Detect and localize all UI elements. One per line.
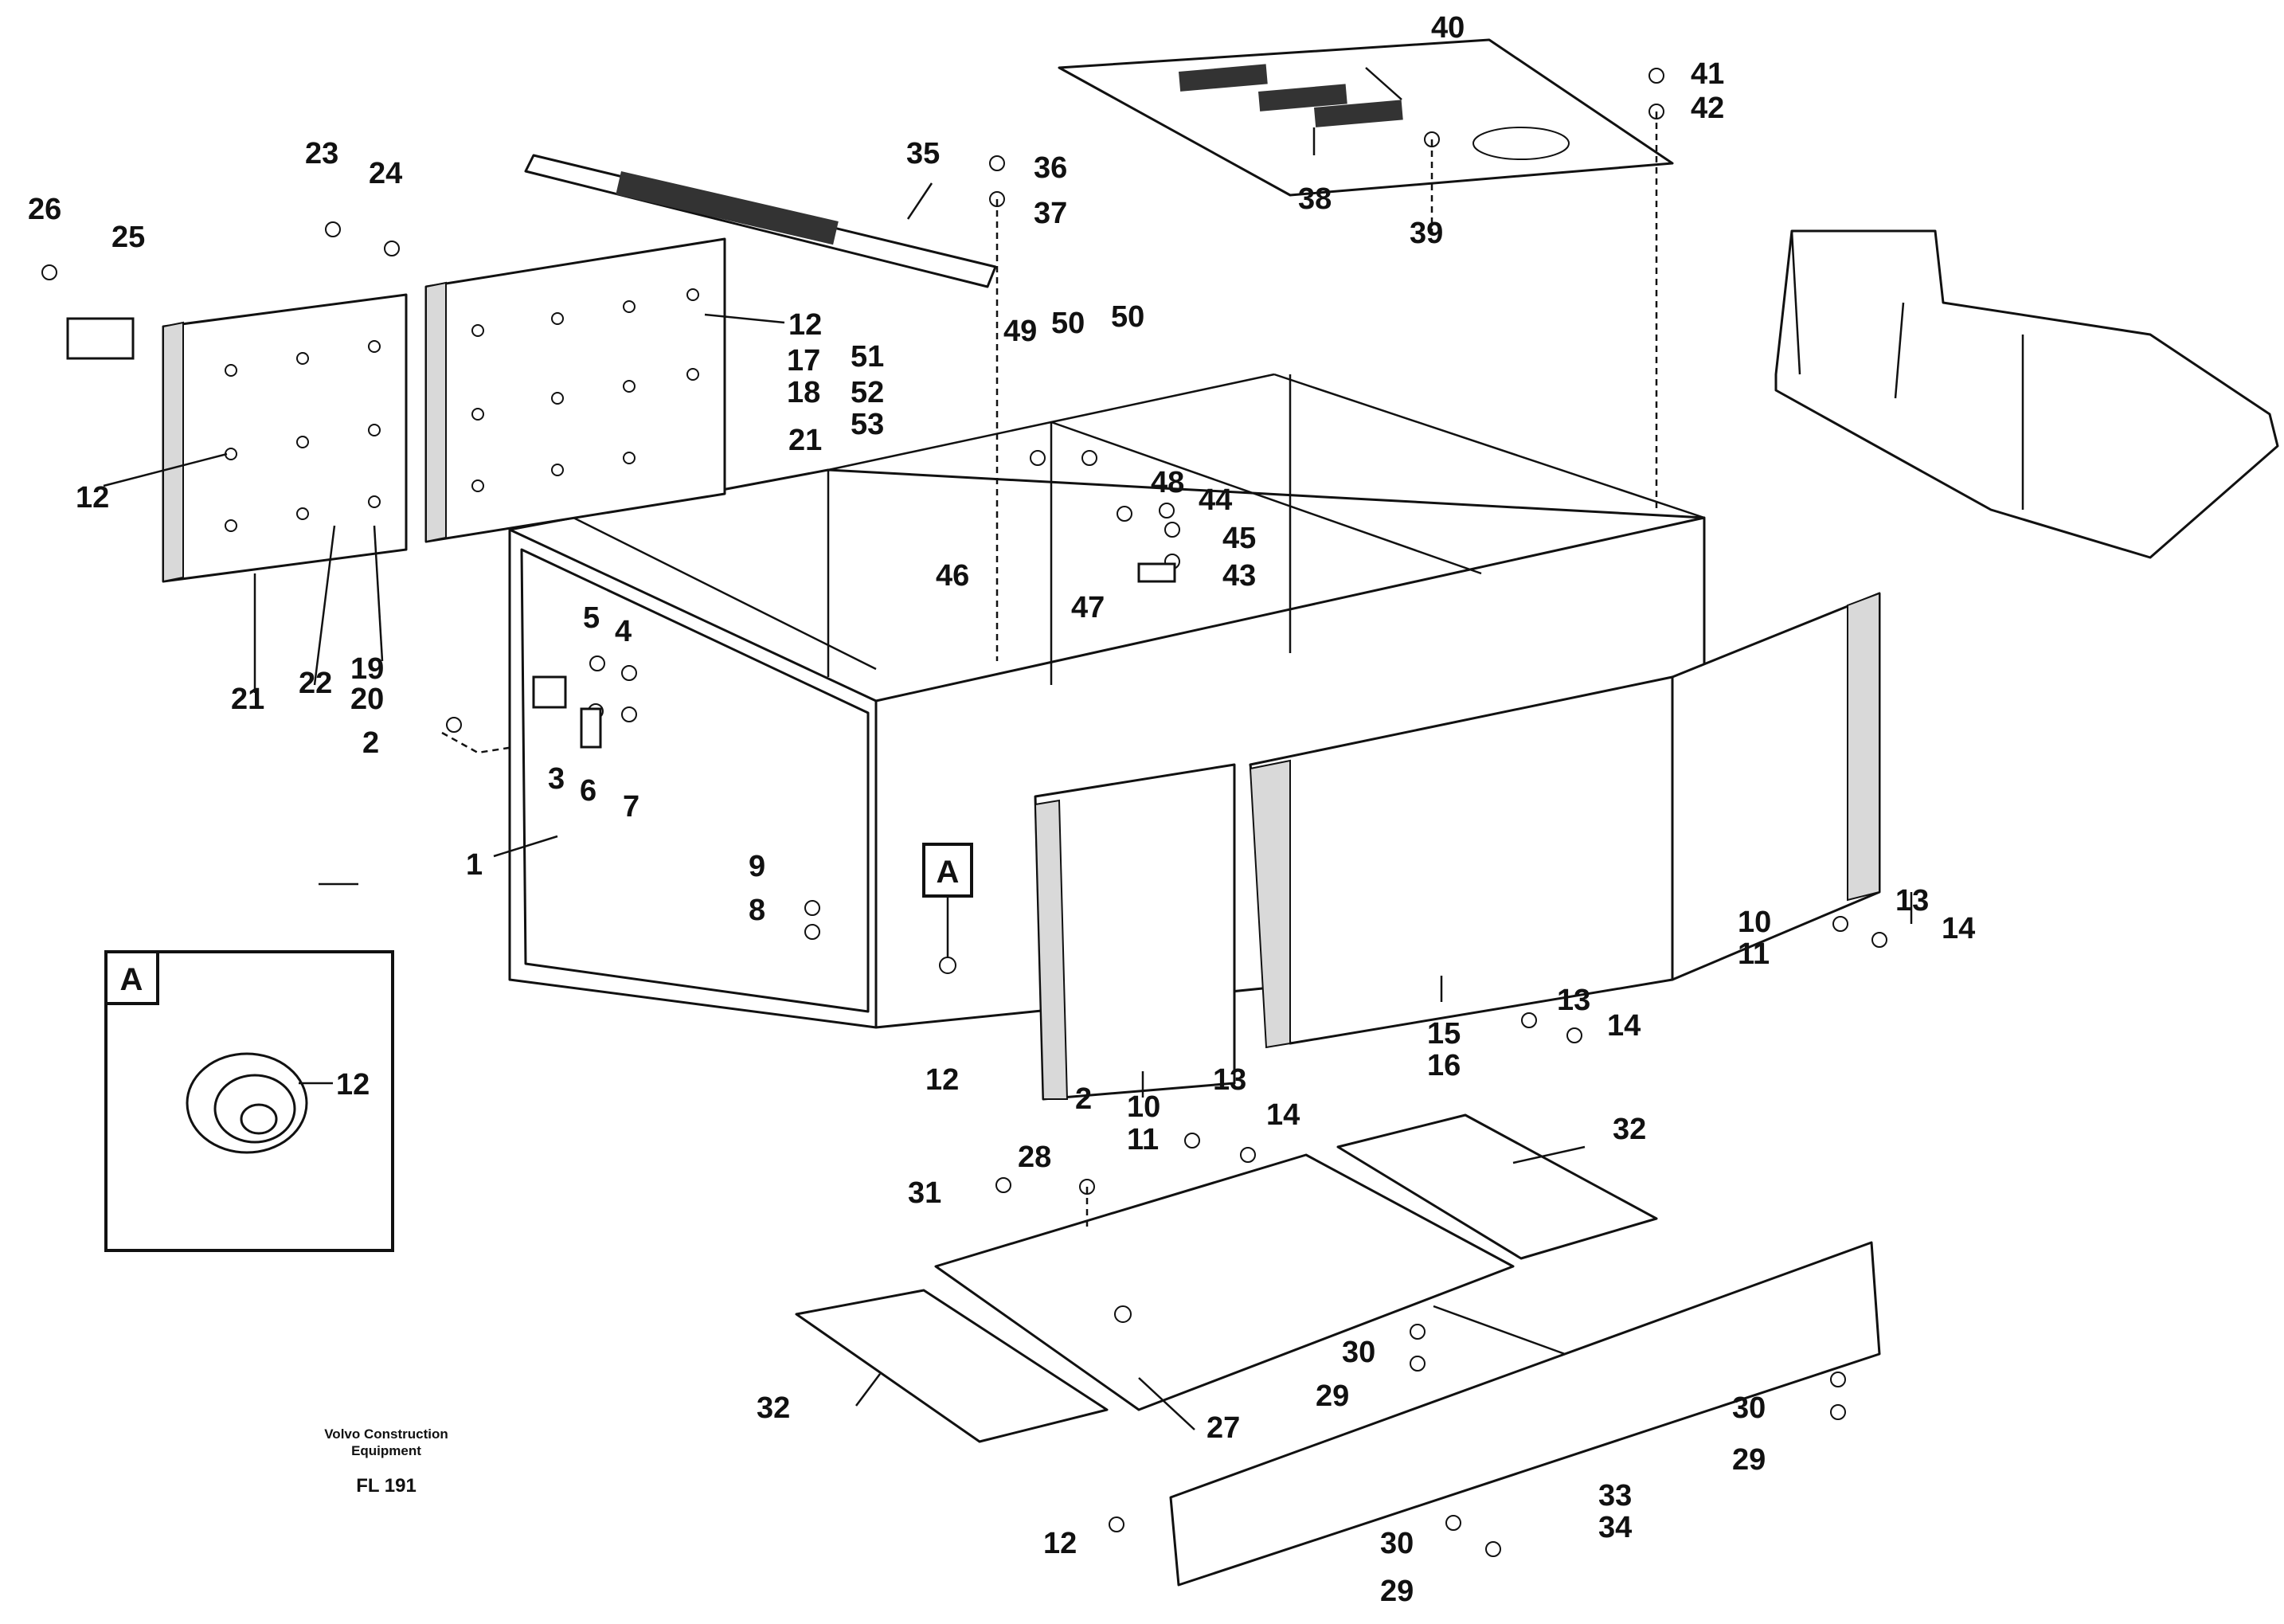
callout-32: 32: [1613, 1113, 1646, 1146]
callout-9: 9: [749, 850, 765, 883]
callout-18: 18: [787, 376, 820, 409]
callout-14: 14: [1266, 1098, 1300, 1132]
callout-12: 12: [336, 1068, 370, 1102]
callout-13: 13: [1213, 1063, 1246, 1097]
callout-34: 34: [1598, 1511, 1632, 1544]
callout-19: 19: [350, 652, 384, 686]
detail-marker-label: A: [937, 855, 960, 890]
callout-21: 21: [231, 683, 264, 716]
callout-12: 12: [76, 481, 109, 515]
callout-11: 11: [1738, 937, 1770, 971]
callout-38: 38: [1298, 182, 1332, 216]
top-cover-35: [524, 154, 997, 288]
inset-detail-a: A: [104, 950, 394, 1252]
side-panels: [1034, 592, 1881, 1101]
callout-48: 48: [1151, 466, 1184, 499]
publisher-block: Volvo Construction Equipment: [307, 1426, 466, 1459]
callout-50: 50: [1111, 300, 1144, 334]
bottom-plates: [795, 1113, 1881, 1587]
callout-43: 43: [1222, 559, 1256, 593]
callout-4: 4: [615, 615, 632, 648]
callout-27: 27: [1207, 1411, 1240, 1445]
hardware: [41, 68, 1887, 1557]
callout-31: 31: [908, 1176, 941, 1210]
callout-11: 11: [1127, 1123, 1159, 1156]
callout-53: 53: [851, 408, 884, 441]
callout-29: 29: [1732, 1443, 1766, 1477]
callout-14: 14: [1942, 912, 1975, 945]
callout-41: 41: [1691, 57, 1724, 91]
callout-17: 17: [787, 344, 820, 378]
callout-22: 22: [299, 667, 332, 700]
callout-25: 25: [111, 221, 145, 254]
callout-10: 10: [1738, 906, 1771, 939]
callout-24: 24: [369, 157, 402, 190]
callout-5: 5: [583, 601, 600, 635]
leader-lines: [103, 67, 1913, 1430]
callout-2: 2: [1075, 1082, 1092, 1116]
callout-37: 37: [1034, 197, 1067, 230]
callout-10: 10: [1127, 1090, 1160, 1124]
callout-7: 7: [623, 790, 639, 824]
callout-44: 44: [1199, 483, 1232, 517]
callout-40: 40: [1431, 11, 1465, 45]
callout-6: 6: [580, 774, 596, 808]
callout-15: 15: [1427, 1017, 1461, 1051]
callout-52: 52: [851, 376, 884, 409]
callout-13: 13: [1895, 884, 1929, 918]
callout-29: 29: [1316, 1379, 1349, 1413]
side-door-left: [162, 293, 408, 583]
publisher-line-2: Equipment: [351, 1443, 421, 1458]
callout-26: 26: [28, 193, 61, 226]
callout-45: 45: [1222, 522, 1256, 555]
callout-33: 33: [1598, 1479, 1632, 1512]
callout-42: 42: [1691, 92, 1724, 125]
callout-28: 28: [1018, 1141, 1051, 1174]
detail-a-marker: A: [922, 843, 973, 974]
callout-30: 30: [1732, 1391, 1766, 1425]
publisher-line-1: Volvo Construction: [324, 1426, 448, 1442]
callout-49: 49: [1003, 315, 1037, 348]
side-door-right: [424, 237, 726, 543]
callout-30: 30: [1342, 1336, 1375, 1369]
callout-46: 46: [936, 559, 969, 593]
figure-code: FL 191: [356, 1475, 417, 1497]
top-cover-38: [1058, 38, 1674, 197]
callout-32: 32: [757, 1391, 790, 1425]
callout-16: 16: [1427, 1049, 1461, 1082]
machine-overview: [1774, 229, 2279, 559]
callout-50: 50: [1051, 307, 1085, 340]
callout-2: 2: [362, 726, 379, 760]
callout-8: 8: [749, 894, 765, 927]
callout-51: 51: [851, 340, 884, 374]
callout-20: 20: [350, 683, 384, 716]
callout-23: 23: [305, 137, 338, 170]
callout-labels: 1 2 2 3 4 5 6 7 8 9 10 11 10 11 12 12 12…: [28, 11, 1975, 1608]
callout-3: 3: [548, 762, 565, 796]
callout-29: 29: [1380, 1575, 1414, 1608]
callout-39: 39: [1410, 217, 1443, 250]
callout-14: 14: [1607, 1009, 1641, 1043]
callout-21: 21: [788, 424, 822, 457]
callout-12: 12: [788, 308, 822, 342]
callout-13: 13: [1557, 984, 1590, 1017]
callout-36: 36: [1034, 151, 1067, 185]
callout-12: 12: [1043, 1527, 1077, 1560]
callout-1: 1: [466, 848, 483, 882]
inset-label: A: [120, 962, 143, 997]
callout-35: 35: [906, 137, 940, 170]
callout-12: 12: [925, 1063, 959, 1097]
callout-30: 30: [1380, 1527, 1414, 1560]
callout-47: 47: [1071, 591, 1105, 624]
